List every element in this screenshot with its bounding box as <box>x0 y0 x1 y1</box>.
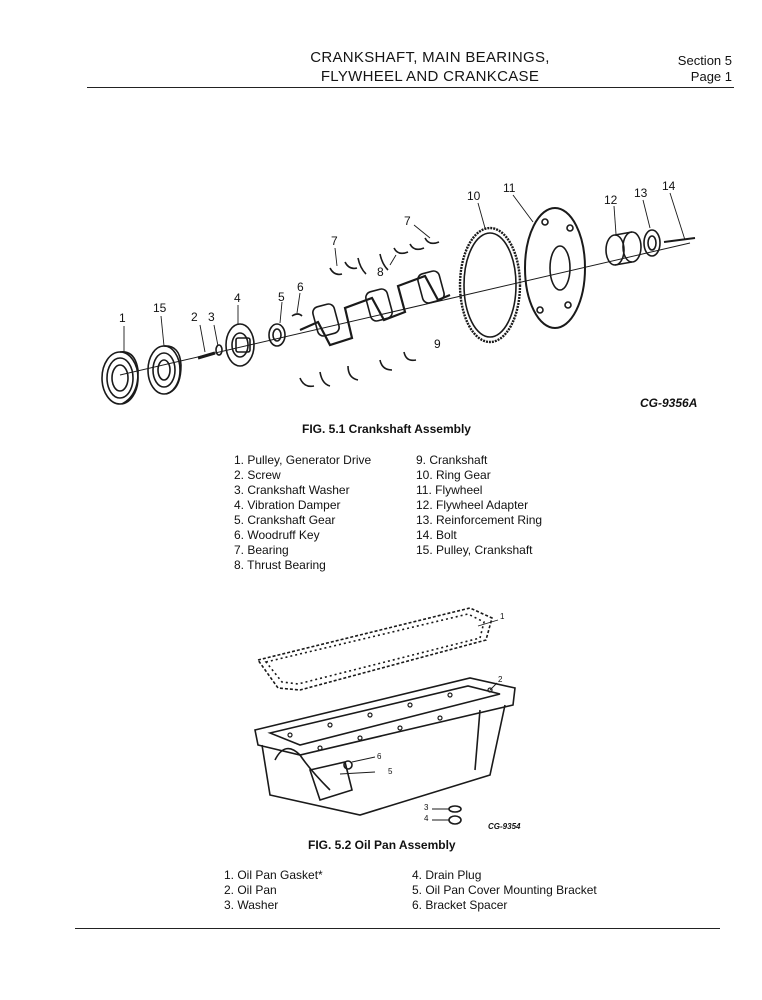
callout-1: 1 <box>119 311 126 325</box>
callout-14: 14 <box>662 179 676 193</box>
figure-2-code: CG-9354 <box>488 822 521 831</box>
title-line-2: FLYWHEEL AND CRANKCASE <box>320 68 540 85</box>
legend-item: 9. Crankshaft <box>416 453 488 467</box>
pan-callout-3: 3 <box>424 803 429 812</box>
figure-1-caption: FIG. 5.1 Crankshaft Assembly <box>302 422 471 436</box>
legend-item: 11. Flywheel <box>416 483 483 497</box>
figure-1-legend-left: 1. Pulley, Generator Drive 2. Screw 3. C… <box>234 453 371 573</box>
header-rule <box>87 87 734 88</box>
legend-item: 3. Washer <box>224 898 279 912</box>
callout-11: 11 <box>503 181 516 195</box>
callout-12: 12 <box>604 193 618 207</box>
legend-item: 6. Bracket Spacer <box>412 898 508 912</box>
legend-item: 5. Oil Pan Cover Mounting Bracket <box>412 883 597 897</box>
section-label: Section 5 <box>677 53 732 68</box>
pan-callout-1: 1 <box>500 612 505 621</box>
crankshaft-assembly-illustration <box>101 192 696 405</box>
legend-item: 14. Bolt <box>416 528 457 542</box>
pan-callout-2: 2 <box>498 675 503 684</box>
footer-rule <box>75 928 720 929</box>
title-line-1: CRANKSHAFT, MAIN BEARINGS, <box>310 49 550 66</box>
callout-3: 3 <box>208 310 215 324</box>
crankshaft-pulley-part <box>147 345 182 395</box>
figure-1-legend-right: 9. Crankshaft 10. Ring Gear 11. Flywheel… <box>416 453 542 558</box>
figure-2-legend-right: 4. Drain Plug 5. Oil Pan Cover Mounting … <box>412 868 597 913</box>
oil-pan-illustration <box>254 607 516 825</box>
callout-15: 15 <box>153 301 167 315</box>
callout-4: 4 <box>234 291 241 305</box>
page-label: Page 1 <box>690 69 732 84</box>
legend-item: 2. Screw <box>234 468 281 482</box>
legend-item: 7. Bearing <box>234 543 289 557</box>
legend-item: 5. Crankshaft Gear <box>234 513 336 527</box>
page-title: CRANKSHAFT, MAIN BEARINGS, FLYWHEEL AND … <box>230 48 630 86</box>
callout-9: 9 <box>434 337 441 351</box>
legend-item: 4. Drain Plug <box>412 868 482 882</box>
callout-5: 5 <box>278 290 285 304</box>
figure-2-caption: FIG. 5.2 Oil Pan Assembly <box>308 838 456 852</box>
pan-callout-6: 6 <box>377 752 382 761</box>
callout-10: 10 <box>467 189 481 203</box>
callout-7-upper: 7 <box>404 214 411 228</box>
callout-13: 13 <box>634 186 648 200</box>
callout-7-lower: 7 <box>331 234 338 248</box>
section-info: Section 5 Page 1 <box>678 53 732 85</box>
generator-pulley-part <box>101 351 139 405</box>
figure-2-legend-left: 1. Oil Pan Gasket* 2. Oil Pan 3. Washer <box>224 868 323 913</box>
legend-item: 3. Crankshaft Washer <box>234 483 350 497</box>
legend-item: 4. Vibration Damper <box>234 498 341 512</box>
figure-1-code: CG-9356A <box>640 396 698 410</box>
legend-item: 2. Oil Pan <box>224 883 277 897</box>
legend-item: 12. Flywheel Adapter <box>416 498 529 512</box>
callout-8: 8 <box>377 265 384 279</box>
legend-item: 8. Thrust Bearing <box>234 558 326 572</box>
legend-item: 1. Oil Pan Gasket* <box>224 868 323 882</box>
pan-callout-5: 5 <box>388 767 393 776</box>
legend-item: 15. Pulley, Crankshaft <box>416 543 533 557</box>
callout-2: 2 <box>191 310 198 324</box>
legend-item: 6. Woodruff Key <box>234 528 320 542</box>
pan-callout-4: 4 <box>424 814 429 823</box>
legend-item: 13. Reinforcement Ring <box>416 513 543 527</box>
legend-item: 1. Pulley, Generator Drive <box>234 453 372 467</box>
callout-6: 6 <box>297 280 304 294</box>
legend-item: 10. Ring Gear <box>416 468 491 482</box>
